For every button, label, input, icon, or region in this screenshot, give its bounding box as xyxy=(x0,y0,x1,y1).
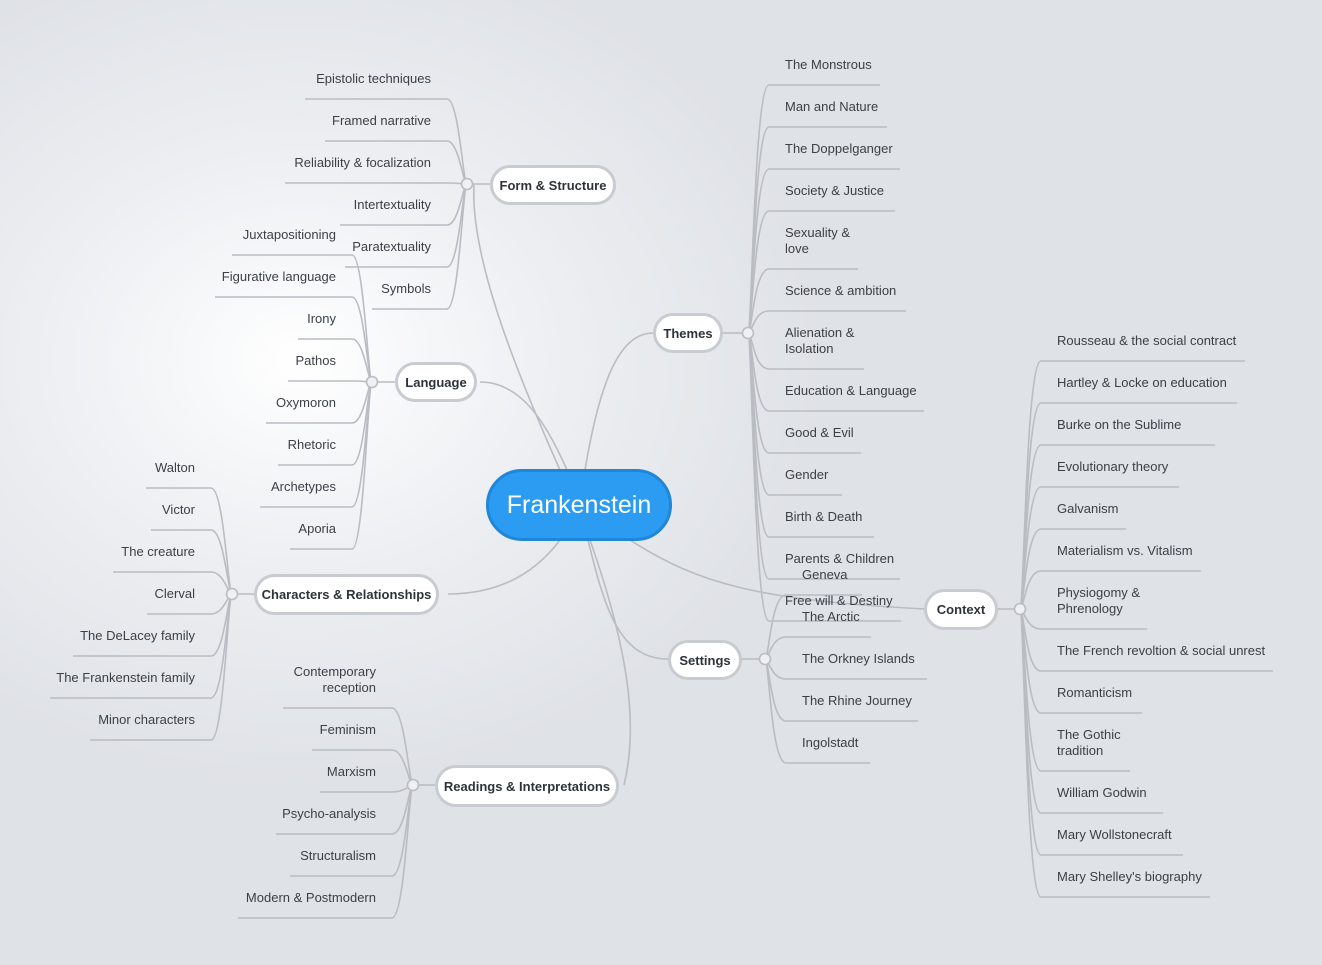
branch-characters[interactable]: Characters & Relationships xyxy=(254,574,439,615)
branch-line xyxy=(90,593,233,741)
leaf-romanticism[interactable]: Romanticism xyxy=(1057,685,1133,700)
leaf-symbols[interactable]: Symbols xyxy=(381,281,431,296)
leaf-oxymoron[interactable]: Oxymoron xyxy=(276,395,336,410)
branch-line xyxy=(747,332,901,622)
collapse-toggle-language[interactable] xyxy=(365,375,379,389)
branch-line xyxy=(288,380,373,383)
leaf-alienation-isolation[interactable]: Alienation & Isolation xyxy=(785,325,855,356)
leaf-juxtapositioning[interactable]: Juxtapositioning xyxy=(242,227,336,242)
trunk-line-language xyxy=(479,381,568,471)
leaf-parents-children[interactable]: Parents & Children xyxy=(785,551,895,566)
leaf-hartley-locke-on-education[interactable]: Hartley & Locke on education xyxy=(1057,375,1227,390)
leaf-the-gothic-tradition[interactable]: The Gothic tradition xyxy=(1057,727,1121,758)
leaf-framed-narrative[interactable]: Framed narrative xyxy=(332,113,431,128)
leaf-contemporary-reception[interactable]: Contemporary reception xyxy=(293,664,376,695)
branch-line xyxy=(1019,402,1237,610)
leaf-paratextuality[interactable]: Paratextuality xyxy=(352,239,431,254)
branch-settings[interactable]: Settings xyxy=(668,640,742,680)
branch-form[interactable]: Form & Structure xyxy=(490,165,616,205)
leaf-epistolic-techniques[interactable]: Epistolic techniques xyxy=(316,71,431,86)
leaf-galvanism[interactable]: Galvanism xyxy=(1057,501,1119,516)
leaf-ingolstadt[interactable]: Ingolstadt xyxy=(802,735,859,750)
leaf-man-and-nature[interactable]: Man and Nature xyxy=(785,99,879,114)
trunk-line-form xyxy=(473,184,561,471)
leaf-geneva[interactable]: Geneva xyxy=(802,567,848,582)
trunk-line-settings xyxy=(587,539,669,660)
branch-readings[interactable]: Readings & Interpretations xyxy=(435,765,619,807)
branch-themes[interactable]: Themes xyxy=(653,313,723,353)
leaf-the-frankenstein-family[interactable]: The Frankenstein family xyxy=(56,670,195,685)
leaf-the-french-revoltion-social-unrest[interactable]: The French revoltion & social unrest xyxy=(1057,643,1266,658)
leaf-birth-death[interactable]: Birth & Death xyxy=(785,509,863,524)
leaf-clerval[interactable]: Clerval xyxy=(154,586,195,601)
leaf-marxism[interactable]: Marxism xyxy=(326,764,376,779)
branch-context[interactable]: Context xyxy=(924,589,998,630)
branch-line xyxy=(151,529,233,595)
collapse-toggle-themes[interactable] xyxy=(741,326,755,340)
leaf-victor[interactable]: Victor xyxy=(162,502,195,517)
branch-line xyxy=(747,268,858,334)
leaf-psycho-analysis[interactable]: Psycho-analysis xyxy=(282,806,376,821)
branch-line xyxy=(290,381,373,550)
leaf-structuralism[interactable]: Structuralism xyxy=(300,848,376,863)
leaf-modern-postmodern[interactable]: Modern & Postmodern xyxy=(245,890,376,905)
leaf-free-will-destiny[interactable]: Free will & Destiny xyxy=(785,593,893,608)
central-topic[interactable]: Frankenstein xyxy=(486,469,672,541)
leaf-reliability-focalization[interactable]: Reliability & focalization xyxy=(294,155,431,170)
leaf-pathos[interactable]: Pathos xyxy=(295,353,336,368)
trunk-line-readings xyxy=(589,539,632,786)
collapse-toggle-characters[interactable] xyxy=(225,587,239,601)
branch-line xyxy=(285,182,468,185)
branch-line xyxy=(73,593,233,657)
leaf-rousseau-the-social-contract[interactable]: Rousseau & the social contract xyxy=(1057,333,1237,348)
leaf-the-doppelganger[interactable]: The Doppelganger xyxy=(785,141,893,156)
leaf-the-creature[interactable]: The creature xyxy=(121,544,195,559)
leaf-the-delacey-family[interactable]: The DeLacey family xyxy=(80,628,195,643)
collapse-toggle-form[interactable] xyxy=(460,177,474,191)
leaf-irony[interactable]: Irony xyxy=(307,311,336,326)
leaf-mary-shelley-s-biography[interactable]: Mary Shelley's biography xyxy=(1057,869,1202,884)
leaf-the-monstrous[interactable]: The Monstrous xyxy=(785,57,872,72)
leaf-rhetoric[interactable]: Rhetoric xyxy=(287,437,336,452)
leaf-figurative-language[interactable]: Figurative language xyxy=(221,269,336,284)
leaf-materialism-vs-vitalism[interactable]: Materialism vs. Vitalism xyxy=(1057,543,1193,558)
branch-language[interactable]: Language xyxy=(395,362,477,402)
leaf-gender[interactable]: Gender xyxy=(785,467,829,482)
leaf-mary-wollstonecraft[interactable]: Mary Wollstonecraft xyxy=(1057,827,1172,842)
leaf-good-evil[interactable]: Good & Evil xyxy=(785,425,854,440)
leaf-walton[interactable]: Walton xyxy=(155,460,195,475)
leaf-archetypes[interactable]: Archetypes xyxy=(270,479,336,494)
branch-line xyxy=(764,658,918,722)
branch-line xyxy=(320,784,414,793)
leaf-science-ambition[interactable]: Science & ambition xyxy=(785,283,897,298)
leaf-sexuality-love[interactable]: Sexuality & love xyxy=(785,225,851,256)
collapse-toggle-settings[interactable] xyxy=(758,652,772,666)
branch-line xyxy=(1019,608,1210,898)
leaf-minor-characters[interactable]: Minor characters xyxy=(98,712,195,727)
leaf-evolutionary-theory[interactable]: Evolutionary theory xyxy=(1057,459,1169,474)
trunk-line-characters xyxy=(447,539,561,595)
leaf-the-orkney-islands[interactable]: The Orkney Islands xyxy=(802,651,915,666)
trunk-line-themes xyxy=(584,332,654,471)
leaf-society-justice[interactable]: Society & Justice xyxy=(785,183,884,198)
collapse-toggle-context[interactable] xyxy=(1013,602,1027,616)
branch-line xyxy=(747,332,900,580)
leaf-intertextuality[interactable]: Intertextuality xyxy=(353,197,431,212)
leaf-education-language[interactable]: Education & Language xyxy=(785,383,917,398)
leaf-william-godwin[interactable]: William Godwin xyxy=(1057,785,1147,800)
collapse-toggle-readings[interactable] xyxy=(406,778,420,792)
leaf-aporia[interactable]: Aporia xyxy=(298,521,336,536)
leaf-feminism[interactable]: Feminism xyxy=(319,722,376,737)
trunk-line-context xyxy=(629,539,925,610)
branch-line xyxy=(1019,608,1163,814)
leaf-the-rhine-journey[interactable]: The Rhine Journey xyxy=(802,693,912,708)
leaf-burke-on-the-sublime[interactable]: Burke on the Sublime xyxy=(1057,417,1182,432)
branch-line xyxy=(238,784,414,919)
branch-line xyxy=(1019,608,1273,672)
leaf-the-arctic[interactable]: The Arctic xyxy=(802,609,860,624)
leaf-physiogomy-phrenology[interactable]: Physiogomy & Phrenology xyxy=(1057,585,1141,616)
